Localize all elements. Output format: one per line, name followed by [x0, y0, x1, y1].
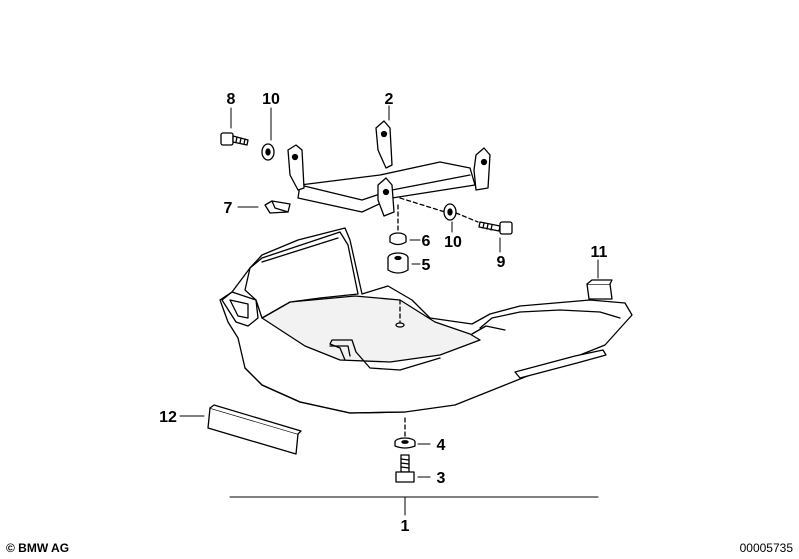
callout-2: 2: [385, 91, 394, 108]
callout-3: 3: [437, 470, 446, 487]
foam-strip-part-12: [207, 404, 302, 455]
leader-lines: [179, 105, 599, 516]
callout-1: 1: [401, 518, 410, 535]
bolt-part-3: [395, 454, 415, 483]
callout-7: 7: [224, 200, 233, 217]
callout-10: 10: [444, 234, 462, 251]
callout-10: 10: [262, 91, 280, 108]
callout-labels: 8 10 2 7 6 10 5 9 11 12 4 3 1: [159, 91, 607, 535]
document-number: 00005735: [739, 541, 793, 555]
callout-9: 9: [497, 254, 506, 271]
callout-12: 12: [159, 409, 177, 426]
mounting-bracket-part: [287, 120, 491, 217]
callout-4: 4: [437, 437, 446, 454]
rubber-mount-part-5: [387, 252, 409, 274]
bolt-part-9: [478, 221, 513, 235]
washer-part-10-right: [443, 203, 457, 221]
grommet-part-6: [389, 232, 407, 246]
copyright-label: © BMW AG: [6, 541, 70, 555]
callout-6: 6: [422, 233, 431, 250]
callout-8: 8: [227, 91, 236, 108]
washer-part-4: [394, 437, 416, 449]
rubber-pad-part-11: [586, 279, 613, 300]
washer-part-10-left: [261, 143, 275, 161]
callout-5: 5: [422, 257, 431, 274]
engine-guard-part: [219, 227, 633, 414]
bolt-part-8: [220, 132, 249, 146]
callout-11: 11: [591, 244, 608, 261]
clip-nut-part-7: [264, 200, 291, 214]
